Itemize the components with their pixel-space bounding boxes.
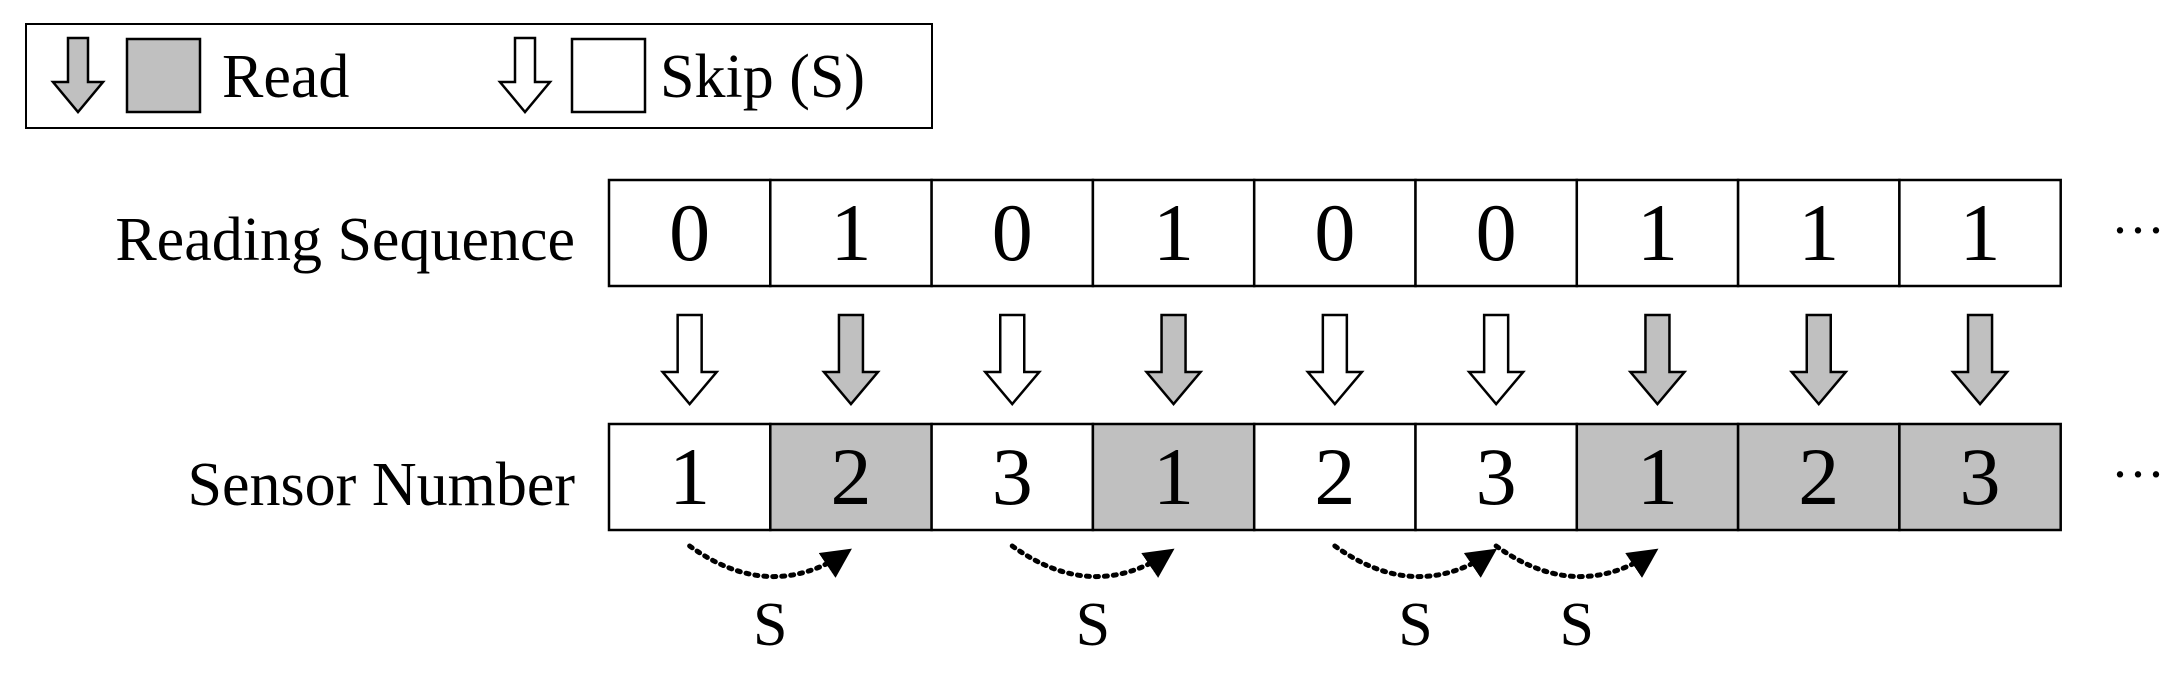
skip-arc	[687, 543, 852, 579]
skip-arrow-icon	[982, 313, 1042, 406]
reading-sequence-value: 1	[1637, 187, 1678, 278]
sensor-number-cell	[769, 422, 933, 532]
sensor-number-value: 3	[1960, 431, 2001, 522]
read-arrow-icon	[1627, 313, 1688, 406]
skip-marker-label: S	[1076, 591, 1110, 659]
sensor-number-cell	[607, 422, 772, 532]
read-arrow-icon	[50, 36, 106, 114]
skip-arrow-icon	[497, 36, 553, 114]
sensor-number-value: 1	[1637, 431, 1678, 522]
skip-arrow-icon	[1305, 313, 1365, 406]
sensor-number-value: 2	[830, 431, 871, 522]
reading-sequence-cell	[1252, 178, 1417, 288]
reading-sequence-value: 0	[1314, 187, 1355, 278]
sensor-number-cell	[1091, 422, 1256, 532]
reading-sequence-value: 1	[1153, 187, 1194, 278]
sensor-number-value: 1	[669, 431, 710, 522]
skip-arrow-icon	[659, 313, 720, 406]
sensor-number-value: 2	[1314, 431, 1355, 522]
sensor-number-value: 3	[1476, 431, 1517, 522]
reading-sequence-value: 1	[1960, 187, 2001, 278]
reading-sequence-cell	[1898, 178, 2062, 288]
reading-sequence-value: 0	[1476, 187, 1517, 278]
sensor-number-continuation: ···	[2111, 444, 2165, 504]
skip-arrow-icon	[1466, 313, 1526, 406]
reading-sequence-value: 1	[830, 187, 871, 278]
read-arrow-icon	[1950, 313, 2010, 406]
skip-marker-label: S	[1560, 591, 1594, 659]
read-arrow-icon	[1143, 313, 1204, 406]
skip-arc	[1493, 543, 1659, 579]
sensor-number-row: 1 2 3 1 2 3 1 2 3	[607, 422, 2062, 532]
skip-arc	[1009, 543, 1175, 579]
reading-sequence-continuation: ···	[2111, 200, 2165, 260]
legend: Read Skip (S)	[25, 23, 933, 129]
read-swatch	[125, 37, 202, 114]
reading-sequence-value: 0	[669, 187, 710, 278]
skip-arc	[1332, 543, 1498, 579]
reading-sequence-cell	[930, 178, 1095, 288]
sensor-number-cell	[1898, 422, 2062, 532]
reading-sequence-label: Reading Sequence	[115, 206, 575, 274]
read-skip-arrow-row	[659, 313, 2010, 406]
reading-sequence-cell	[769, 178, 933, 288]
read-arrow-icon	[821, 313, 881, 406]
sensor-number-cell	[930, 422, 1095, 532]
reading-sequence-cell	[607, 178, 772, 288]
reading-sequence-cell	[1736, 178, 1901, 288]
sensor-number-value: 3	[992, 431, 1033, 522]
sensor-number-value: 2	[1798, 431, 1839, 522]
skip-marker-label: S	[1398, 591, 1432, 659]
sensor-number-value: 1	[1153, 431, 1194, 522]
reading-sequence-row: 0 1 0 1 0 0 1 1 1	[607, 178, 2062, 288]
reading-sequence-value: 0	[992, 187, 1033, 278]
read-arrow-icon	[1789, 313, 1849, 406]
reading-sequence-value: 1	[1798, 187, 1839, 278]
skip-swatch	[570, 37, 647, 114]
skip-marker-label: S	[753, 591, 787, 659]
sensor-number-label: Sensor Number	[188, 451, 576, 519]
sensor-number-cell	[1736, 422, 1901, 532]
read-legend-label: Read	[222, 43, 349, 111]
skip-legend-label: Skip (S)	[660, 43, 865, 111]
